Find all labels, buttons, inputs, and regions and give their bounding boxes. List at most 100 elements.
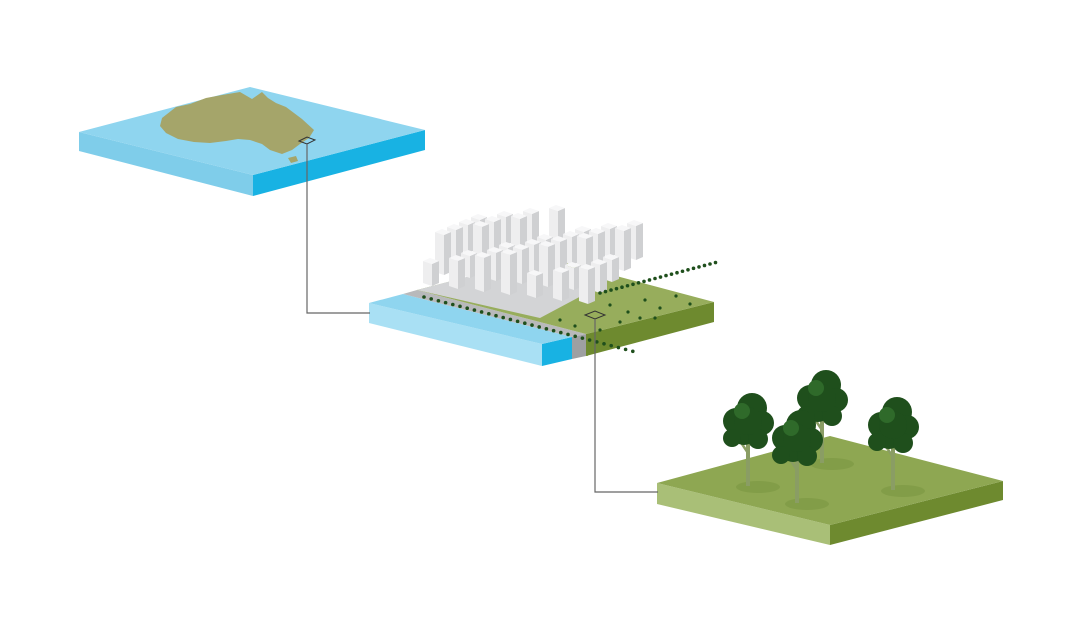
shrub (616, 345, 621, 350)
shrub (631, 282, 635, 287)
building (579, 264, 595, 304)
shrub (608, 303, 612, 307)
shrub (674, 294, 678, 298)
shrub (636, 281, 641, 285)
building (423, 258, 439, 286)
shrub (451, 302, 455, 307)
city-tile (369, 205, 718, 366)
shrub (472, 308, 477, 312)
road-top (403, 290, 586, 337)
shrub (573, 324, 577, 328)
shrub (551, 328, 556, 333)
shrub (691, 266, 696, 271)
shrub (566, 332, 570, 337)
shrub (429, 297, 434, 301)
shrub (686, 268, 690, 272)
shrub (642, 279, 646, 284)
tree-grove (723, 370, 925, 510)
road-side (572, 334, 586, 359)
building (449, 255, 465, 289)
shrub (713, 260, 718, 265)
connector-city-to-trees (594, 319, 658, 493)
city-buildings (423, 205, 643, 304)
shrub (647, 278, 652, 282)
tree-icon (797, 370, 854, 470)
building (553, 267, 569, 301)
shrub (614, 286, 619, 291)
shrub (537, 325, 541, 329)
shrub (523, 321, 527, 326)
shrub (573, 334, 577, 339)
shrub (530, 323, 534, 327)
building (475, 252, 491, 292)
shrub (664, 273, 668, 278)
shrub (580, 336, 585, 340)
shrub (443, 300, 448, 305)
shrub (680, 269, 685, 274)
grass-top (657, 436, 1003, 525)
shrub (595, 340, 599, 344)
shrub (702, 263, 707, 268)
building (527, 270, 543, 298)
shrub (501, 315, 506, 320)
shrub (602, 342, 606, 346)
shrub (697, 265, 701, 269)
shrub (623, 347, 628, 352)
shrub (558, 318, 562, 322)
connector-continent-to-city (306, 144, 370, 314)
grass-side-right (830, 481, 1003, 545)
shrub (625, 283, 630, 288)
shrub (675, 270, 679, 275)
shrub (587, 338, 592, 342)
shrub (653, 276, 657, 281)
building (627, 220, 643, 260)
zoom-marker-square (297, 136, 317, 145)
shrub (598, 328, 602, 332)
shrub (508, 317, 513, 322)
ocean-side-left (79, 132, 253, 196)
shrub (598, 291, 602, 295)
shrub (620, 285, 624, 290)
shrub (479, 310, 484, 314)
ocean-side-right (253, 130, 425, 196)
river-top (369, 294, 572, 344)
shrub (559, 330, 563, 335)
shrub (515, 319, 520, 324)
shrub (658, 275, 663, 279)
shrub (688, 302, 692, 306)
shrub (658, 306, 662, 310)
shrub (609, 343, 613, 348)
city-shrubs (422, 260, 718, 354)
shrub (422, 295, 426, 299)
shrub (609, 288, 613, 292)
tasmania-icon (288, 156, 298, 163)
tree-icon (868, 397, 925, 497)
shrub (638, 316, 642, 320)
shrub (544, 327, 549, 331)
zoom-marker-square (583, 310, 607, 320)
shrub (626, 310, 630, 314)
continent-tile (79, 87, 425, 196)
shrub (631, 349, 635, 354)
shrub (669, 272, 674, 276)
shrub (465, 306, 470, 311)
shrub (603, 289, 608, 294)
grass-side-left (657, 483, 830, 545)
river-side-left (369, 303, 542, 366)
building (501, 249, 517, 295)
tree-icon (772, 410, 829, 510)
shrub (458, 304, 462, 309)
australia-icon (160, 92, 314, 154)
shrub (436, 298, 441, 303)
shrub (487, 312, 491, 316)
shrub (643, 298, 647, 302)
tree-icon (723, 393, 780, 493)
shrub (708, 262, 712, 266)
river-side-right (542, 337, 572, 366)
trees-tile (657, 370, 1003, 545)
shrub (618, 320, 622, 324)
grass-side-right (586, 302, 714, 356)
shrub (494, 313, 498, 318)
shrub (653, 316, 657, 320)
